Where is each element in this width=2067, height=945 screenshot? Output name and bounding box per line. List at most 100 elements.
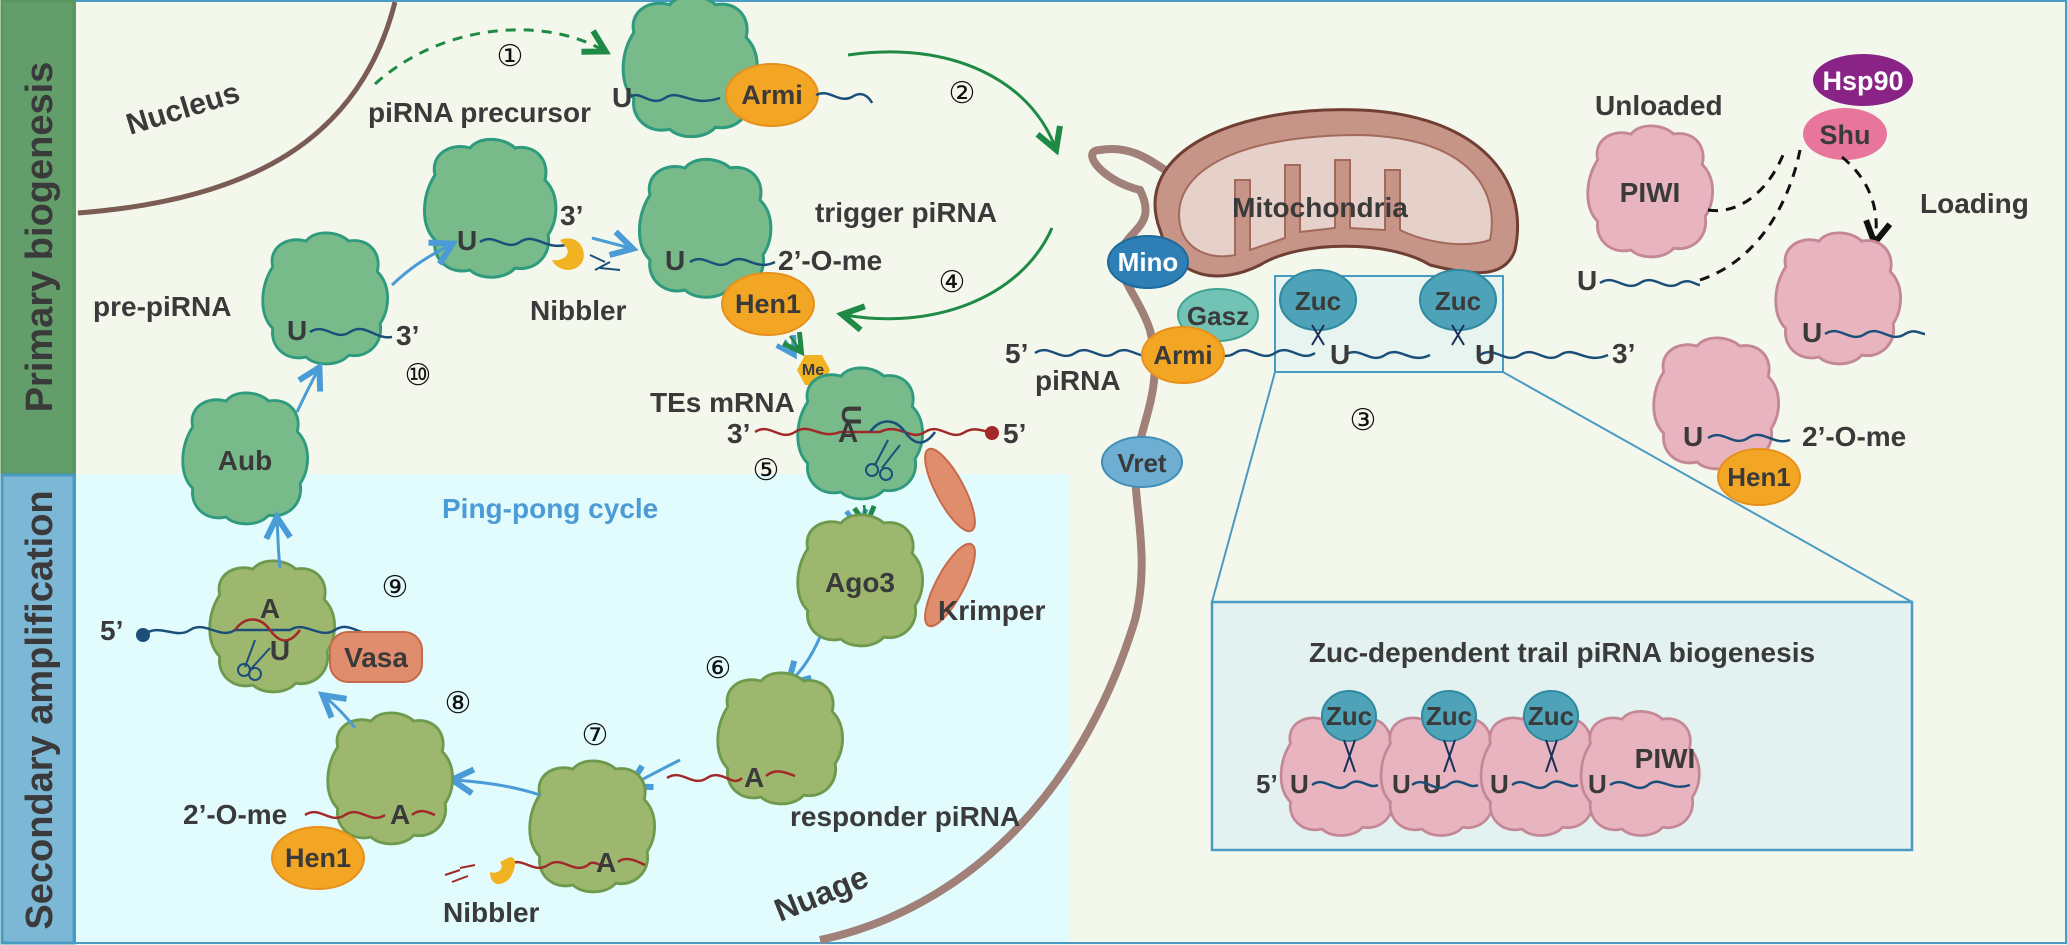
hsp90-protein: Hsp90 — [1813, 54, 1913, 106]
hen1-protein — [721, 272, 815, 336]
secondary-amplification-label: Secondary amplification — [19, 490, 61, 929]
step-1: ① — [497, 40, 524, 73]
three-prime-label: 3’ — [560, 200, 583, 231]
loaded-piwi: U — [1774, 231, 1926, 366]
two-o-me-label: 2’-O-me — [778, 245, 882, 276]
trail-piwi-4: PIWI — [1579, 710, 1701, 837]
rna-fragments — [444, 864, 476, 883]
two-o-me-label: 2’-O-me — [1802, 421, 1906, 452]
nibbler-enzyme — [490, 857, 516, 885]
hen1-secondary-complex: A Hen1 — [271, 711, 455, 890]
vret-label: Vret — [1117, 448, 1166, 478]
shu-protein: Shu — [1803, 108, 1887, 160]
scissors-icon — [244, 639, 271, 671]
u-label: U — [1392, 769, 1411, 799]
zuc-label: Zuc — [1426, 701, 1472, 731]
trail-zuc-2: Zuc — [1421, 690, 1477, 773]
a-label: A — [596, 847, 616, 878]
tes-mrna-label: TEs mRNA — [650, 387, 795, 418]
step-10: ⑩ — [405, 359, 432, 392]
trigger-pirna-label: trigger piRNA — [815, 197, 997, 228]
step-9: ⑨ — [382, 571, 409, 604]
pre-pirna-complex: U 3’ — [261, 231, 419, 366]
pirna-strand — [1479, 350, 1609, 360]
u-label: U — [1423, 769, 1442, 799]
pingpong-label: Ping-pong cycle — [442, 493, 658, 524]
trail-zuc-1: Zuc — [1321, 690, 1377, 773]
u-label: U — [612, 82, 632, 113]
pre-pirna-arrow — [390, 245, 450, 287]
nibbler-enzyme — [552, 238, 584, 270]
zuc-label: Zuc — [1528, 701, 1574, 731]
scissors-icon — [874, 439, 901, 469]
step1-arrow — [373, 28, 603, 86]
u-label: U — [1490, 769, 1509, 799]
nucleus-membrane — [77, 1, 398, 216]
u-label: U — [1802, 317, 1822, 348]
ago3-protein: Ago3 — [796, 513, 925, 648]
step-3: ③ — [1350, 404, 1377, 437]
hen1-to-vasa-arrow — [325, 697, 357, 729]
vasa-label: Vasa — [344, 642, 408, 673]
primary-biogenesis-label: Primary biogenesis — [19, 62, 61, 413]
zuc-label: Zuc — [1435, 286, 1481, 316]
aub-label: Aub — [218, 445, 272, 476]
scissors-icon — [1343, 739, 1356, 773]
armi-label: Armi — [1153, 340, 1212, 370]
a-label: A — [260, 593, 280, 624]
te-targeting-complex: A U — [754, 366, 999, 501]
zuc-label: Zuc — [1295, 286, 1341, 316]
five-prime-label: 5’ — [1003, 418, 1026, 449]
gasz-label: Gasz — [1187, 301, 1249, 331]
precursor-aub-complex: U Armi — [612, 0, 874, 139]
krimper-protein — [924, 447, 976, 628]
step2-arrow — [847, 50, 1055, 147]
hen1-label: Hen1 — [1727, 462, 1791, 492]
five-prime-label: 5’ — [1005, 338, 1028, 369]
scissors-icon — [1311, 324, 1325, 346]
mitochondria-label: Mitochondria — [1232, 192, 1408, 223]
primary-band — [0, 0, 76, 475]
zuc-box-title: Zuc-dependent trail piRNA biogenesis — [1309, 637, 1815, 668]
a-label: A — [744, 762, 764, 793]
three-prime-label: 3’ — [396, 320, 419, 351]
scissors-icon — [1443, 739, 1456, 773]
me-arrow-green — [790, 336, 800, 350]
armi-label: Armi — [741, 80, 803, 110]
vasa-to-aub-arrow — [277, 520, 280, 569]
hen1-label: Hen1 — [735, 289, 801, 319]
u-label: U — [1290, 769, 1309, 799]
step-5: ⑤ — [753, 454, 780, 487]
step-2: ② — [949, 77, 976, 110]
rna-fragments — [589, 254, 621, 271]
unloaded-label: Unloaded — [1595, 90, 1723, 121]
krimper-label: Krimper — [938, 595, 1045, 626]
u-label: U — [1577, 265, 1597, 296]
u-label: U — [457, 225, 477, 256]
loading-dashed-2 — [1699, 149, 1802, 282]
nibbler-to-hen1-arrow — [455, 780, 541, 797]
secondary-nibbler-complex: A — [444, 759, 657, 894]
pirna-label: piRNA — [1035, 365, 1121, 396]
u-label: U — [836, 405, 867, 425]
u-label: U — [1330, 339, 1350, 370]
a-label: A — [838, 417, 858, 448]
nibbler-complex: U 3’ — [422, 137, 621, 279]
mino-label: Mino — [1118, 247, 1179, 277]
nibbler-label: Nibbler — [443, 897, 540, 928]
me-label: Me — [802, 362, 824, 379]
step-7: ⑦ — [582, 719, 609, 752]
pirna-precursor-label: piRNA precursor — [368, 97, 591, 128]
step-6: ⑥ — [705, 652, 732, 685]
zuc-label: Zuc — [1326, 701, 1372, 731]
pirna-strand — [1411, 780, 1479, 790]
vasa-protein — [329, 631, 423, 683]
hen1-protein — [1717, 448, 1801, 506]
responder-pirna-label: responder piRNA — [790, 801, 1020, 832]
unloaded-piwi: PIWI — [1586, 124, 1715, 259]
pirna-strand — [1609, 780, 1691, 790]
mitochondria: Mitochondria — [1153, 108, 1520, 278]
pirna-strand — [1511, 780, 1579, 790]
a-label: A — [390, 799, 410, 830]
five-prime-label: 5’ — [100, 615, 123, 646]
